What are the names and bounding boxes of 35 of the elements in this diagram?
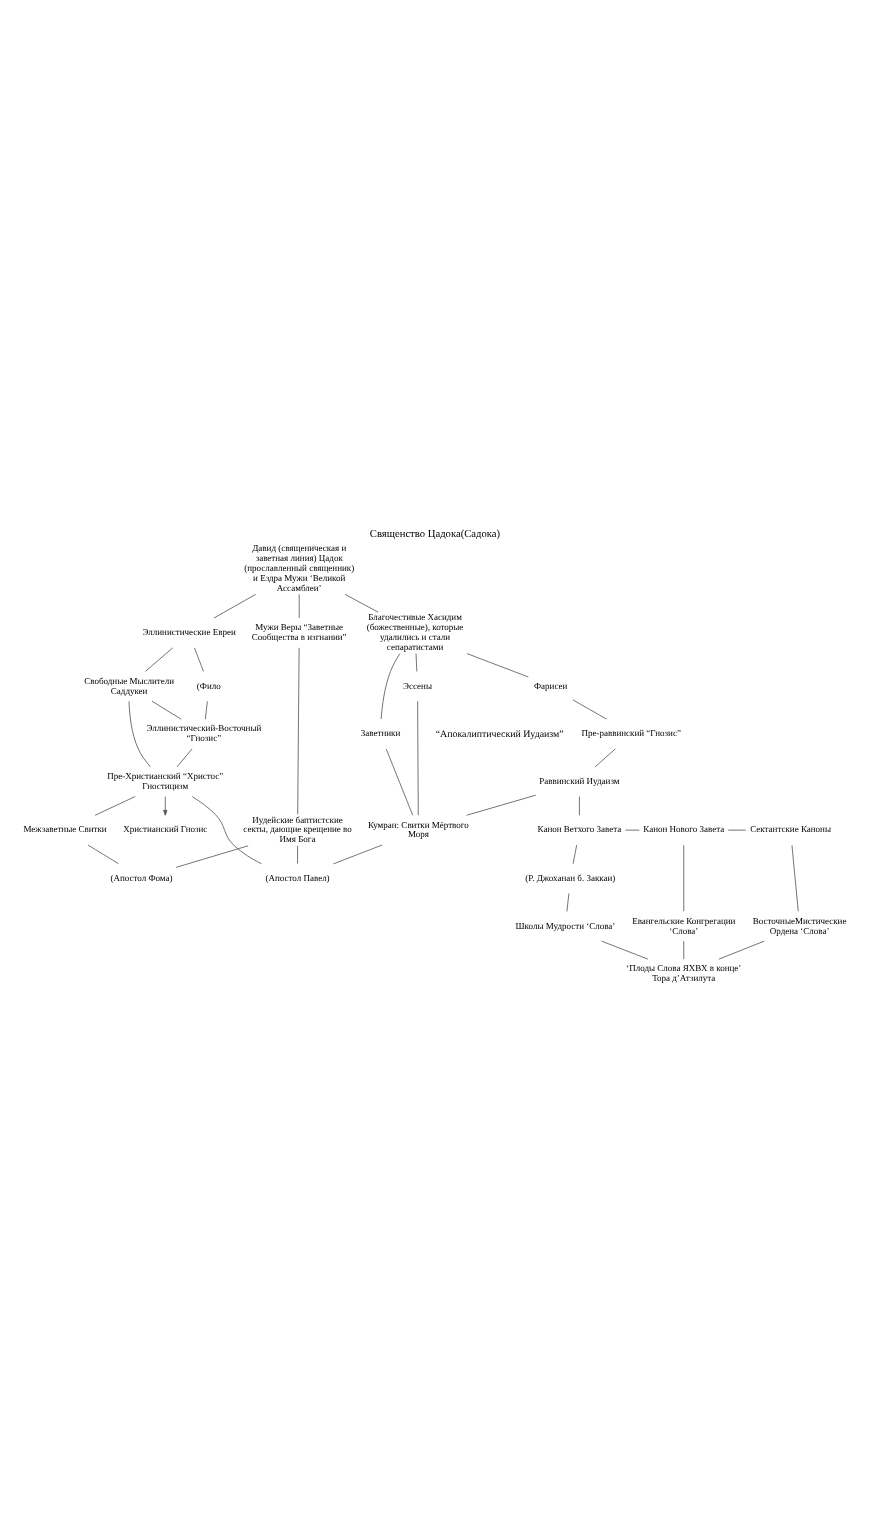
connector bbox=[332, 844, 383, 865]
connector bbox=[572, 844, 578, 865]
connector bbox=[727, 829, 747, 831]
connector bbox=[466, 794, 537, 816]
connector bbox=[191, 796, 262, 865]
connector bbox=[415, 653, 418, 672]
connector bbox=[791, 844, 799, 912]
connector bbox=[566, 893, 570, 912]
connector bbox=[344, 593, 379, 613]
connector bbox=[194, 647, 204, 672]
connector bbox=[145, 647, 174, 672]
connector bbox=[572, 699, 607, 720]
connector bbox=[625, 829, 640, 831]
connector bbox=[87, 844, 119, 865]
connector bbox=[176, 748, 193, 768]
connector bbox=[417, 700, 419, 816]
connector bbox=[297, 845, 298, 864]
connector bbox=[718, 940, 765, 960]
connector bbox=[297, 647, 300, 815]
connector bbox=[128, 700, 151, 768]
arrow bbox=[163, 796, 168, 816]
connector bbox=[94, 796, 136, 816]
connector bbox=[213, 593, 257, 619]
connector bbox=[380, 653, 401, 720]
connector bbox=[151, 700, 182, 720]
connector bbox=[175, 845, 249, 868]
connector bbox=[385, 748, 414, 816]
connector bbox=[466, 653, 529, 678]
connector bbox=[298, 593, 300, 619]
connector bbox=[683, 844, 685, 912]
connector bbox=[594, 748, 616, 768]
connector bbox=[579, 796, 580, 816]
connector bbox=[683, 940, 685, 960]
connector bbox=[601, 940, 649, 960]
connector bbox=[205, 700, 208, 720]
